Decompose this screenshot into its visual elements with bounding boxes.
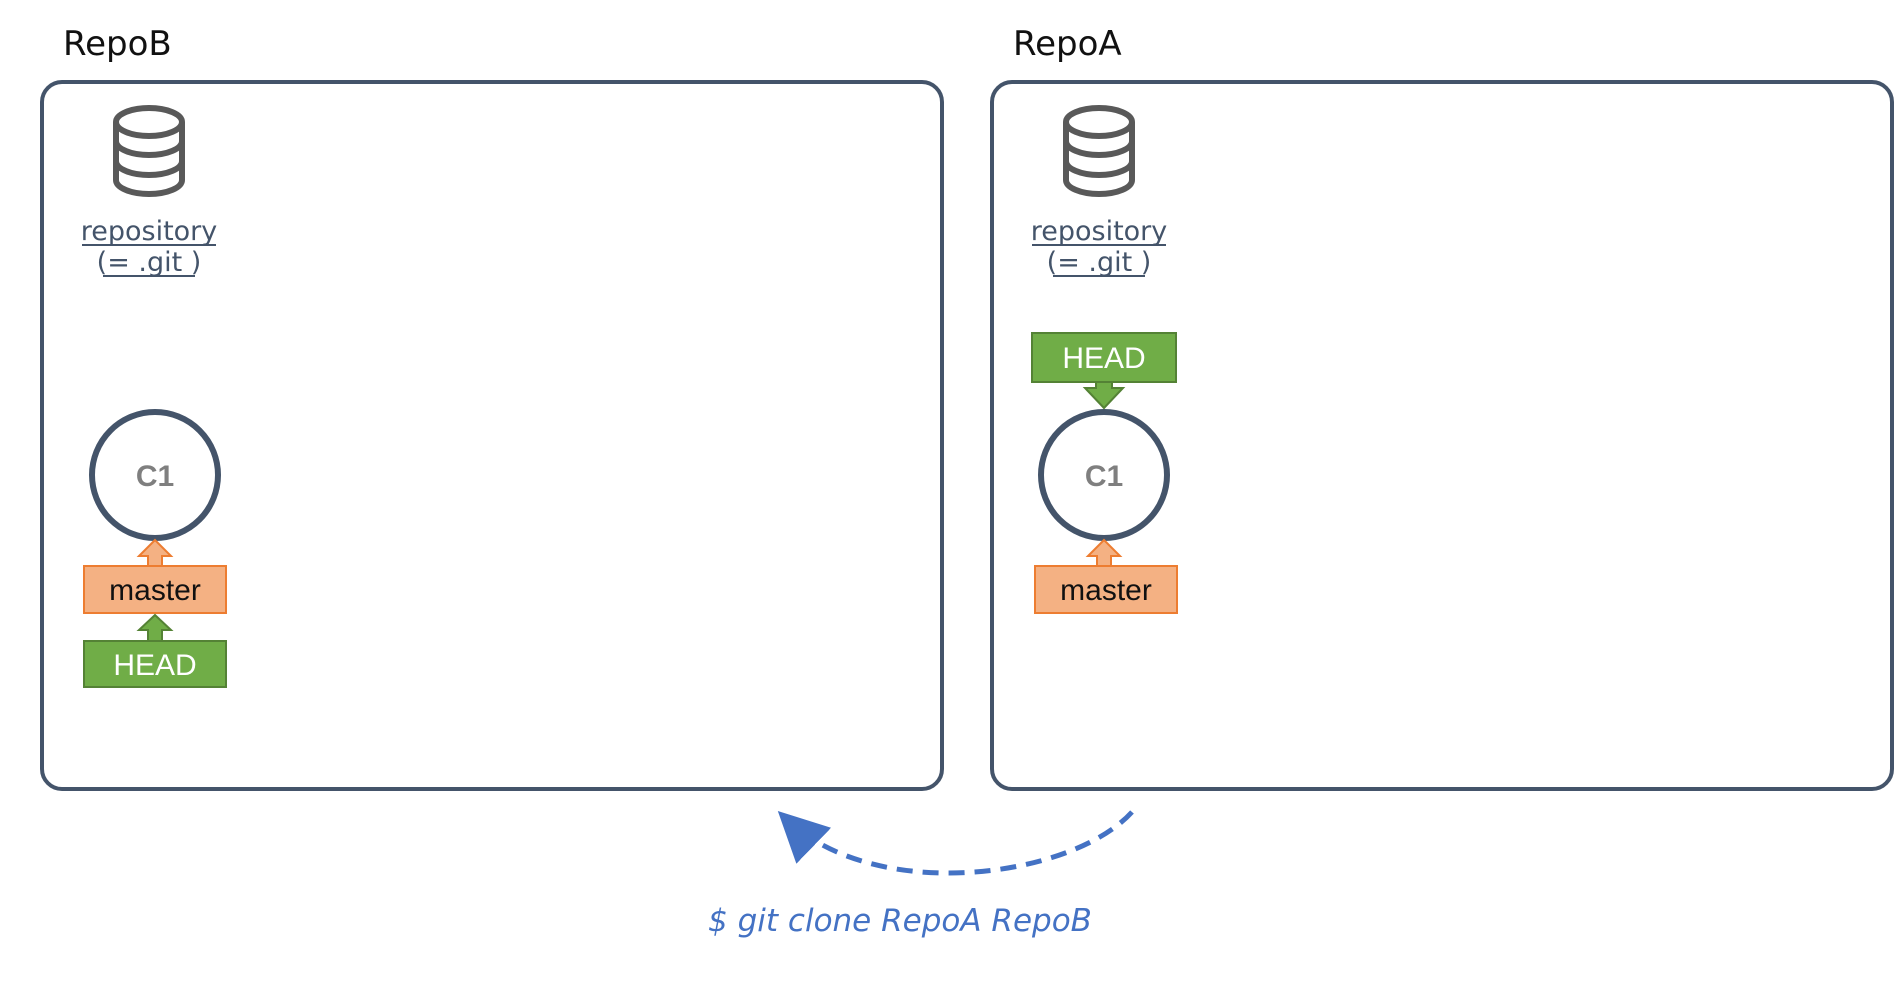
repo-a-frame (990, 80, 1894, 791)
clone-arrow (777, 810, 1134, 876)
repo-a-title: RepoA (1013, 24, 1122, 64)
git-label[interactable]: (= .git ) (97, 247, 202, 278)
commit-label: C1 (1085, 460, 1123, 493)
master-branch (1034, 565, 1178, 614)
head-label: HEAD (1062, 342, 1145, 375)
repository-label[interactable]: repository (81, 216, 218, 247)
master-branch (83, 565, 227, 614)
database-icon (113, 105, 185, 197)
database-icon (1063, 105, 1135, 197)
head-label: HEAD (113, 649, 196, 682)
master-label: master (109, 574, 201, 607)
git-label[interactable]: (= .git ) (1047, 247, 1152, 278)
master-arrow (1085, 538, 1123, 567)
clone-command-label: $ git clone RepoA RepoB (708, 903, 1092, 939)
head-ref (83, 640, 227, 688)
commit-node (89, 409, 221, 541)
repo-b-panel: RepoB repository (= .git ) C1 master HEA… (40, 24, 944, 791)
commit-label: C1 (136, 460, 174, 493)
master-label: master (1060, 574, 1152, 607)
head-arrow (136, 613, 174, 642)
repo-b-frame (40, 80, 944, 791)
head-ref (1031, 332, 1177, 383)
repo-b-title: RepoB (63, 24, 172, 64)
commit-node (1038, 409, 1170, 541)
repository-label[interactable]: repository (1031, 216, 1168, 247)
master-arrow (136, 538, 174, 567)
repo-a-panel: RepoA repository (= .git ) HEAD C1 maste… (990, 24, 1894, 791)
head-arrow (1082, 381, 1126, 410)
